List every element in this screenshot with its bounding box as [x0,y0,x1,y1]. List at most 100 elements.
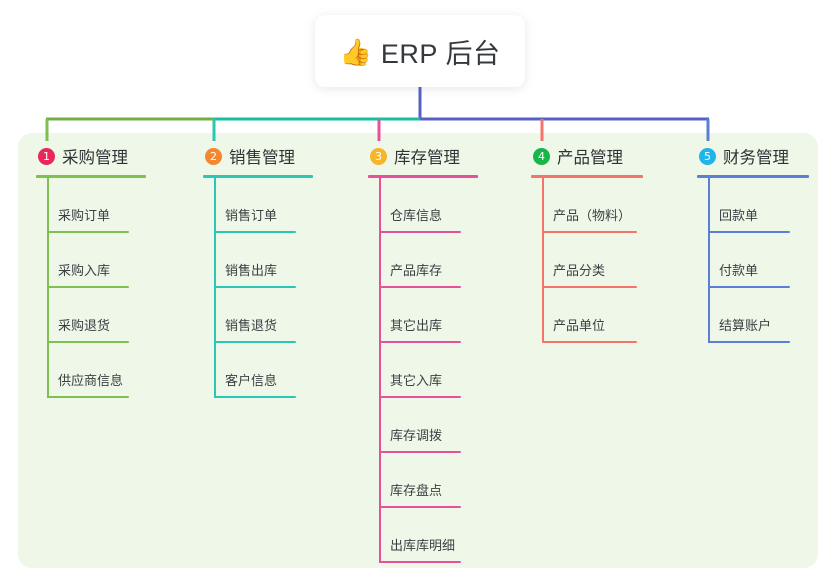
column-title: 产品管理 [557,149,623,167]
tree-leaf-item[interactable]: 销售退货 [203,288,353,343]
root-node-title: ERP 后台 [380,38,501,69]
tree-leaf-rule [542,231,637,233]
tree-leaf-label: 销售出库 [225,263,278,278]
tree-leaf-item[interactable]: 采购退货 [36,288,186,343]
tree-leaf-rule [379,561,461,563]
tree-leaf-label: 采购退货 [58,318,111,333]
tree-leaf-rule [379,231,461,233]
column-index-badge: 1 [38,147,55,165]
tree-leaf-rule [214,286,296,288]
tree-leaf-label: 结算账户 [719,318,772,333]
tree-leaf-label: 回款单 [719,208,759,223]
tree-leaf-label: 销售订单 [225,208,278,223]
column-stem-line [542,178,544,343]
column-stem-line [708,178,710,343]
tree-leaf-label: 其它出库 [390,318,443,333]
column-index-badge: 4 [533,147,550,165]
tree-leaf-item[interactable]: 回款单 [697,178,827,233]
tree-leaf-item[interactable]: 产品（物料） [531,178,691,233]
tree-leaf-item[interactable]: 客户信息 [203,343,353,398]
tree-leaf-label: 其它入库 [390,373,443,388]
column-header-rule [697,175,809,178]
column-item-list: 采购订单采购入库采购退货供应商信息 [36,178,186,398]
tree-leaf-item[interactable]: 采购入库 [36,233,186,288]
diagram-background-panel [18,133,818,568]
column-item-list: 销售订单销售出库销售退货客户信息 [203,178,353,398]
tree-leaf-label: 出库库明细 [390,538,456,553]
tree-leaf-rule [708,231,790,233]
tree-leaf-item[interactable]: 出库库明细 [368,508,518,563]
tree-leaf-rule [708,341,790,343]
tree-leaf-label: 产品分类 [553,263,606,278]
tree-leaf-rule [708,286,790,288]
column-header-2[interactable]: 2 销售管理 [203,143,353,169]
tree-leaf-label: 供应商信息 [58,373,124,388]
tree-leaf-rule [379,506,461,508]
tree-leaf-item[interactable]: 库存盘点 [368,453,518,508]
column-index-badge: 2 [205,147,222,165]
tree-leaf-label: 产品单位 [553,318,606,333]
column-4: 4 产品管理产品（物料） 产品分类产品单位 [531,143,691,343]
tree-leaf-rule [47,341,129,343]
tree-leaf-rule [379,396,461,398]
tree-leaf-label: 采购入库 [58,263,111,278]
tree-leaf-item[interactable]: 采购订单 [36,178,186,233]
column-index-badge: 5 [699,147,716,165]
column-5: 5 财务管理回款单付款单结算账户 [697,143,827,343]
column-stem-line [214,178,216,398]
column-item-list: 仓库信息产品库存其它出库其它入库库存调拨库存盘点出库库明细 [368,178,518,563]
tree-leaf-item[interactable]: 产品库存 [368,233,518,288]
tree-leaf-item[interactable]: 其它出库 [368,288,518,343]
column-item-list: 产品（物料） 产品分类产品单位 [531,178,691,343]
tree-leaf-label: 付款单 [719,263,759,278]
tree-leaf-rule [47,396,129,398]
column-title: 库存管理 [394,149,460,167]
column-header-5[interactable]: 5 财务管理 [697,143,827,169]
column-header-4[interactable]: 4 产品管理 [531,143,691,169]
column-header-rule [36,175,146,178]
tree-leaf-item[interactable]: 付款单 [697,233,827,288]
column-1: 1 采购管理采购订单采购入库采购退货供应商信息 [36,143,186,398]
column-header-rule [203,175,313,178]
column-title: 销售管理 [229,149,295,167]
column-stem-line [47,178,49,398]
tree-leaf-item[interactable]: 产品分类 [531,233,691,288]
root-node-card[interactable]: 👍 ERP 后台 [315,15,525,87]
tree-leaf-rule [47,231,129,233]
column-header-3[interactable]: 3 库存管理 [368,143,518,169]
tree-leaf-item[interactable]: 其它入库 [368,343,518,398]
tree-leaf-label: 产品库存 [390,263,443,278]
tree-leaf-label: 仓库信息 [390,208,443,223]
column-title: 财务管理 [723,149,789,167]
tree-leaf-label: 库存调拨 [390,428,443,443]
tree-leaf-item[interactable]: 结算账户 [697,288,827,343]
column-2: 2 销售管理销售订单销售出库销售退货客户信息 [203,143,353,398]
tree-leaf-label: 采购订单 [58,208,111,223]
tree-leaf-rule [542,286,637,288]
column-header-rule [368,175,478,178]
tree-leaf-item[interactable]: 产品单位 [531,288,691,343]
column-header-1[interactable]: 1 采购管理 [36,143,186,169]
column-stem-line [379,178,381,563]
tree-leaf-label: 销售退货 [225,318,278,333]
tree-leaf-item[interactable]: 库存调拨 [368,398,518,453]
tree-leaf-rule [542,341,637,343]
column-3: 3 库存管理仓库信息产品库存其它出库其它入库库存调拨库存盘点出库库明细 [368,143,518,563]
tree-leaf-rule [47,286,129,288]
column-index-badge: 3 [370,147,387,165]
tree-leaf-rule [379,286,461,288]
tree-leaf-label: 客户信息 [225,373,278,388]
thumbs-up-icon: 👍 [339,37,372,67]
tree-leaf-rule [214,231,296,233]
tree-leaf-item[interactable]: 销售出库 [203,233,353,288]
column-header-rule [531,175,643,178]
tree-leaf-item[interactable]: 供应商信息 [36,343,186,398]
column-item-list: 回款单付款单结算账户 [697,178,827,343]
column-title: 采购管理 [62,149,128,167]
tree-leaf-rule [214,396,296,398]
tree-leaf-rule [214,341,296,343]
tree-leaf-item[interactable]: 仓库信息 [368,178,518,233]
tree-leaf-label: 库存盘点 [390,483,443,498]
tree-leaf-item[interactable]: 销售订单 [203,178,353,233]
